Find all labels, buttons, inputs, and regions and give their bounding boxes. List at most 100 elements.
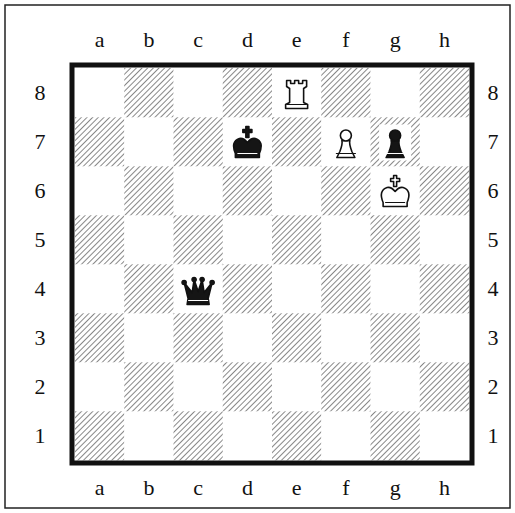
board-square [75, 411, 125, 460]
board-square [420, 362, 470, 411]
board-square [223, 362, 273, 411]
white-rook [281, 76, 313, 112]
file-label: f [342, 477, 349, 499]
rank-label: 4 [35, 278, 46, 300]
board-square [223, 215, 273, 264]
file-label: d [242, 477, 253, 499]
rank-label: 6 [35, 180, 46, 202]
board-square [174, 411, 224, 460]
board-square [75, 117, 125, 166]
rank-label: 2 [35, 376, 46, 398]
white-king [379, 174, 411, 210]
rank-label: 8 [35, 82, 46, 104]
board-square [321, 68, 371, 117]
board-square [223, 264, 273, 313]
board-square [124, 117, 174, 166]
file-label: e [292, 29, 302, 51]
board-square [75, 68, 125, 117]
rank-label: 8 [488, 82, 499, 104]
board-square [124, 166, 174, 215]
board-square [321, 117, 371, 166]
board-square [371, 215, 421, 264]
rank-label: 5 [35, 229, 46, 251]
file-label: b [143, 29, 154, 51]
board-square [371, 362, 421, 411]
board-square [174, 215, 224, 264]
file-label: h [439, 477, 450, 499]
outer-frame [5, 5, 510, 508]
black-queen [182, 272, 214, 308]
board-square [223, 68, 273, 117]
board-square [124, 68, 174, 117]
board-square [272, 362, 322, 411]
board-square [124, 362, 174, 411]
board-square [371, 411, 421, 460]
black-pawn [379, 125, 411, 161]
board-square [223, 411, 273, 460]
board-square [174, 264, 224, 313]
board-square [420, 68, 470, 117]
board-square [371, 264, 421, 313]
rank-label: 7 [488, 131, 499, 153]
board-square [272, 264, 322, 313]
rank-label: 3 [488, 327, 499, 349]
board-square [272, 166, 322, 215]
rank-label: 7 [35, 131, 46, 153]
rank-label: 3 [35, 327, 46, 349]
file-label: b [143, 477, 154, 499]
white-pawn [330, 125, 362, 161]
board-square [75, 215, 125, 264]
black-king [231, 125, 263, 161]
board-square [420, 215, 470, 264]
board-square [174, 166, 224, 215]
board-square [124, 411, 174, 460]
file-label: c [193, 477, 203, 499]
board-square [321, 313, 371, 362]
board-square [371, 166, 421, 215]
board-square [420, 117, 470, 166]
squares [75, 68, 469, 460]
board-square [174, 313, 224, 362]
board-square [223, 313, 273, 362]
board-square [420, 411, 470, 460]
board-square [420, 264, 470, 313]
board-square [124, 264, 174, 313]
file-label: h [439, 29, 450, 51]
file-label: g [390, 477, 401, 499]
board-square [75, 313, 125, 362]
board-square [75, 166, 125, 215]
board-square [272, 215, 322, 264]
board-square [371, 68, 421, 117]
board-square [223, 117, 273, 166]
file-label: a [95, 477, 105, 499]
board-square [321, 215, 371, 264]
board-square [420, 166, 470, 215]
board-square [174, 117, 224, 166]
board-square [321, 362, 371, 411]
file-label: a [95, 29, 105, 51]
board-square [124, 215, 174, 264]
file-label: c [193, 29, 203, 51]
file-label: f [342, 29, 349, 51]
board-square [420, 313, 470, 362]
board-square [174, 362, 224, 411]
rank-label: 4 [488, 278, 499, 300]
file-label: d [242, 29, 253, 51]
rank-label: 1 [35, 425, 46, 447]
rank-label: 5 [488, 229, 499, 251]
file-label: e [292, 477, 302, 499]
board-square [75, 264, 125, 313]
board-square [174, 68, 224, 117]
rank-label: 1 [488, 425, 499, 447]
rank-label: 6 [488, 180, 499, 202]
board-square [223, 166, 273, 215]
board-square [321, 411, 371, 460]
board-square [371, 313, 421, 362]
board-square [321, 264, 371, 313]
board-square [75, 362, 125, 411]
board-square [321, 166, 371, 215]
board-square [124, 313, 174, 362]
board-square [272, 117, 322, 166]
pieces [182, 76, 411, 308]
